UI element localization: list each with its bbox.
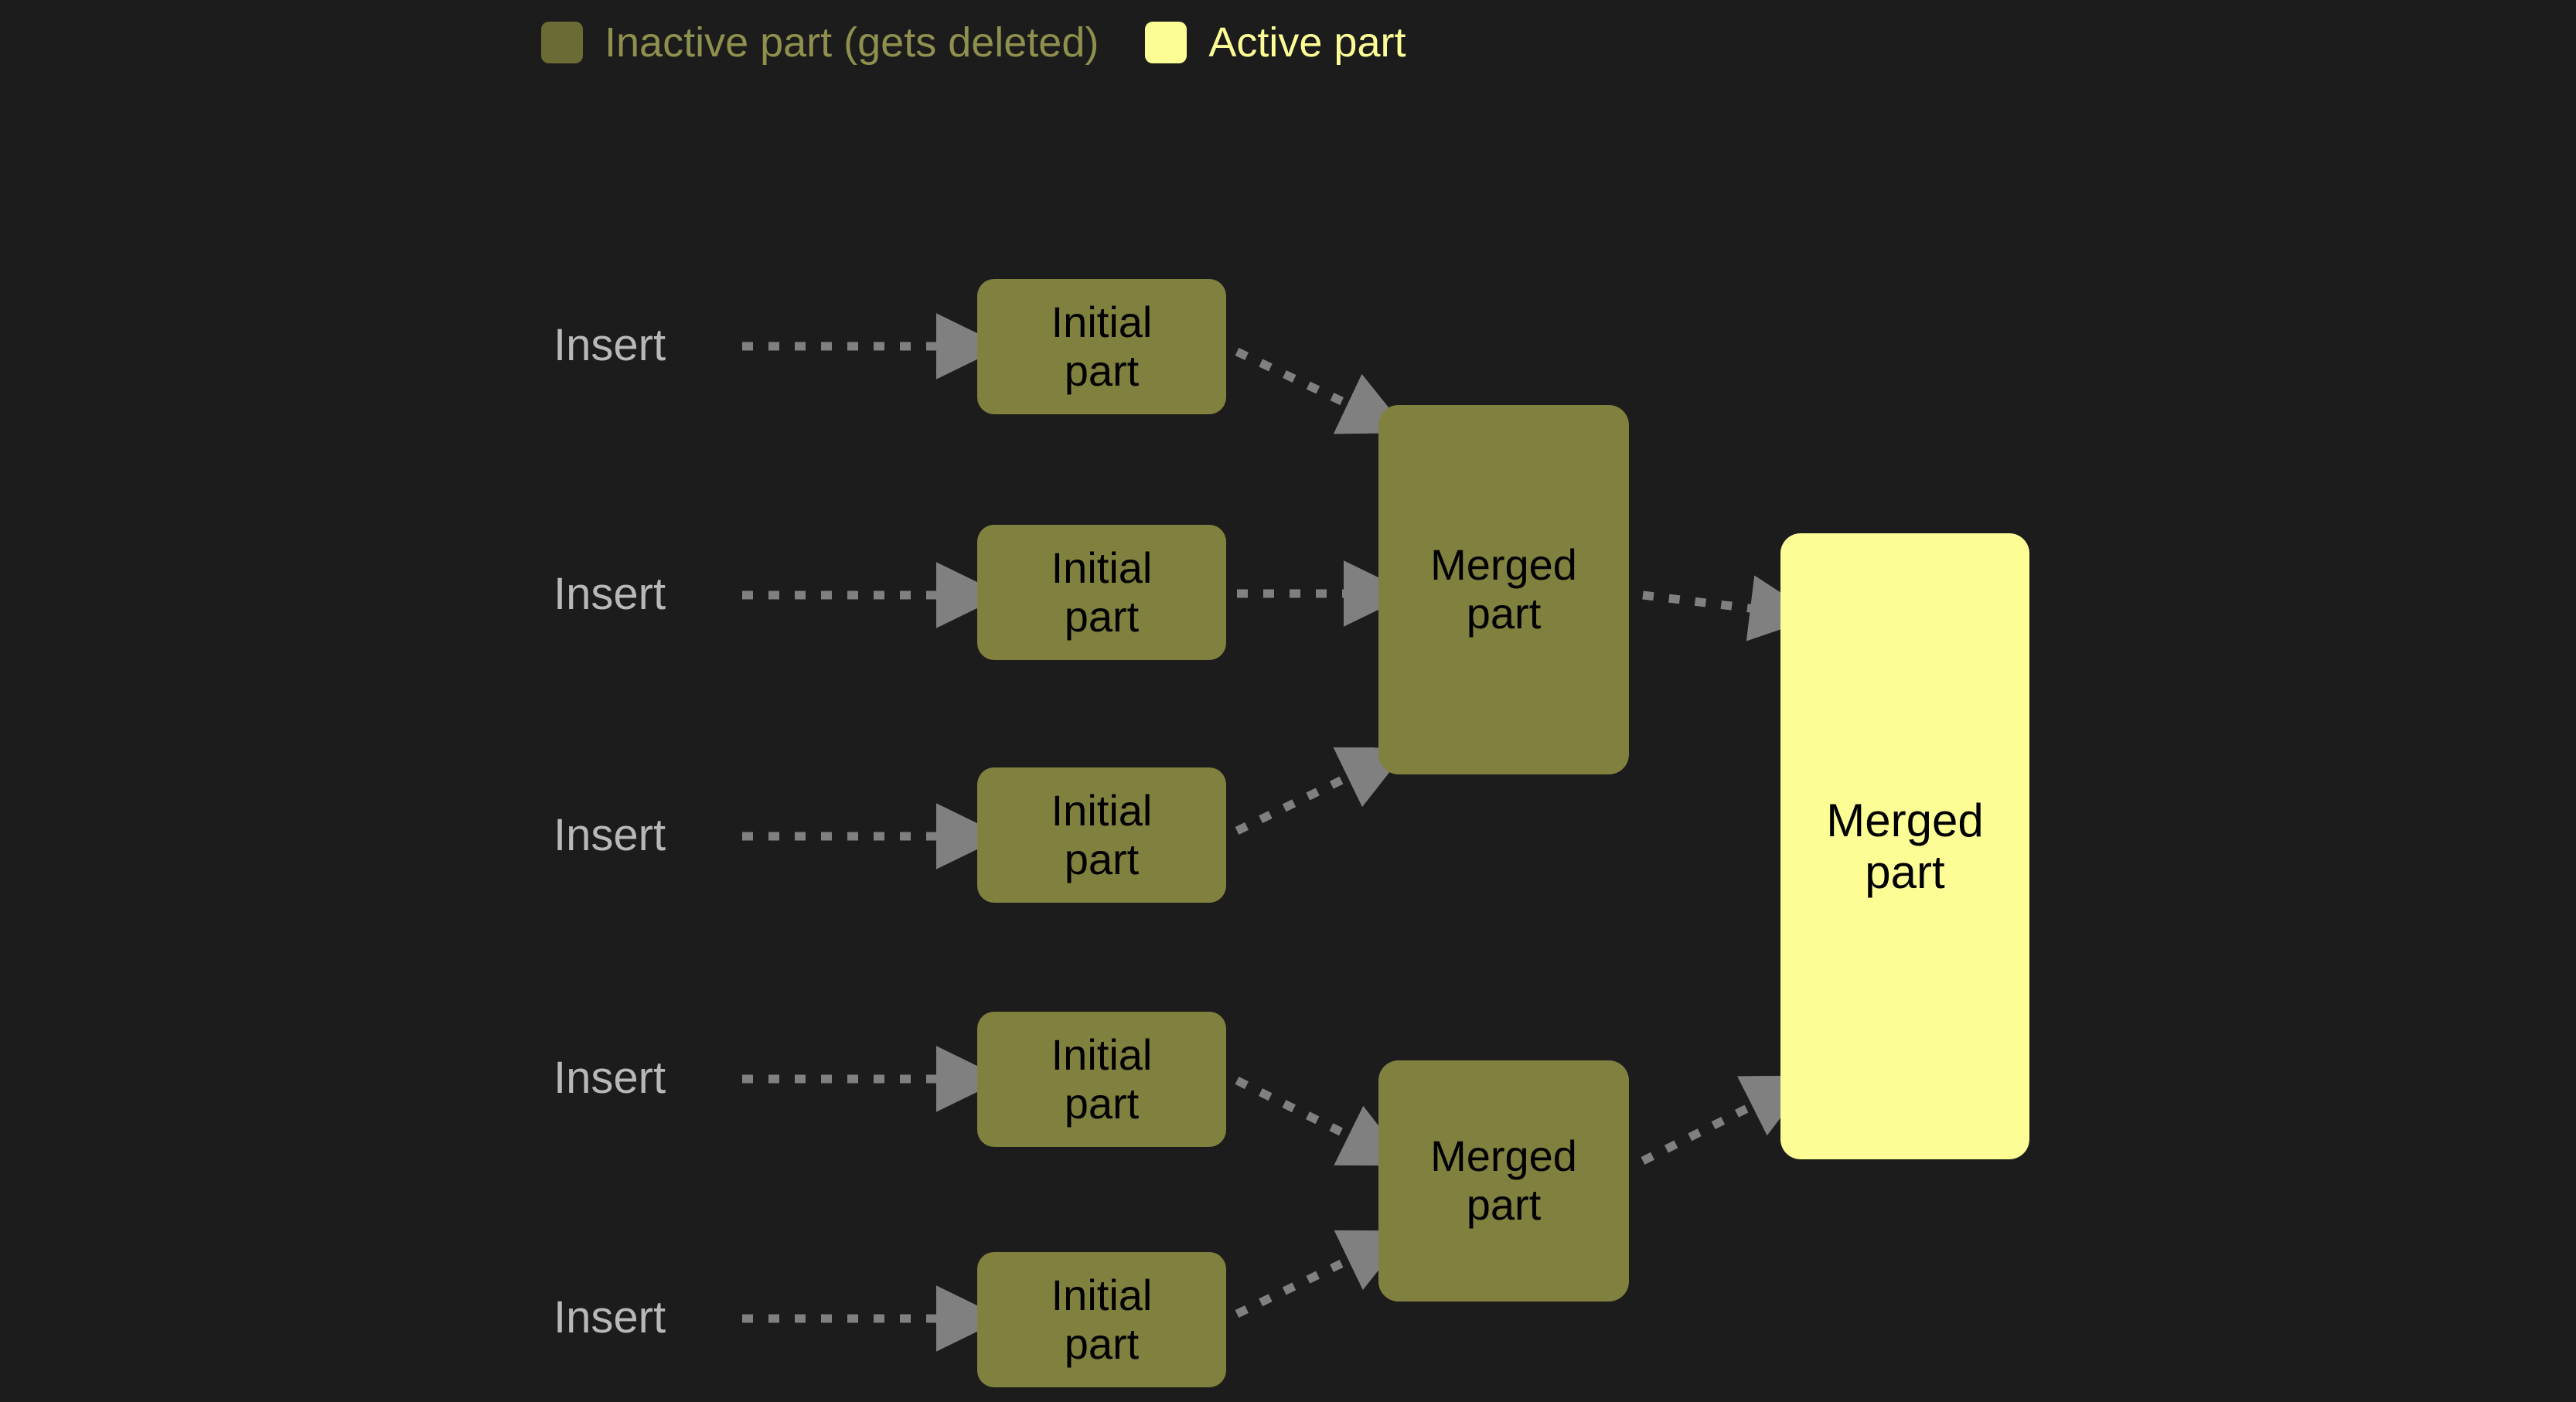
node-merged-part-top-line1: Merged: [1430, 540, 1577, 590]
arrow-initial5-to-merged-bottom: [1235, 1230, 1410, 1318]
node-merged-part-bottom[interactable]: Merged part: [1378, 1060, 1629, 1302]
legend-item-inactive: Inactive part (gets deleted): [541, 22, 1099, 63]
node-initial-part-4-line1: Initial: [1051, 1029, 1153, 1079]
node-initial-part-3[interactable]: Initial part: [977, 767, 1226, 903]
insert-label-2: Insert: [554, 569, 666, 619]
insert-label-4: Insert: [554, 1053, 666, 1103]
legend-label-active: Active part: [1208, 19, 1406, 66]
node-initial-part-1-line1: Initial: [1051, 297, 1153, 346]
node-initial-part-2-line2: part: [1064, 591, 1140, 641]
node-initial-part-4[interactable]: Initial part: [977, 1012, 1226, 1147]
node-initial-part-5-line1: Initial: [1051, 1270, 1153, 1319]
node-merged-part-bottom-line2: part: [1466, 1180, 1542, 1229]
node-initial-part-5[interactable]: Initial part: [977, 1252, 1226, 1387]
node-initial-part-2-line1: Initial: [1051, 543, 1153, 592]
insert-label-1: Insert: [554, 320, 666, 370]
node-merged-part-top[interactable]: Merged part: [1378, 405, 1629, 774]
arrow-initial4-to-merged-bottom: [1235, 1077, 1410, 1166]
node-initial-part-2[interactable]: Initial part: [977, 525, 1226, 660]
node-merged-part-top-line2: part: [1466, 589, 1542, 638]
legend: Inactive part (gets deleted) Active part: [541, 22, 1406, 63]
node-merged-part-final[interactable]: Merged part: [1780, 533, 2029, 1159]
node-merged-part-final-line1: Merged: [1826, 794, 1984, 846]
insert-label-3: Insert: [554, 810, 666, 860]
arrow-merged-bottom-to-final: [1641, 1075, 1813, 1165]
legend-swatch-active-icon: [1145, 22, 1187, 63]
node-initial-part-4-line2: part: [1064, 1078, 1140, 1128]
legend-label-inactive: Inactive part (gets deleted): [605, 19, 1099, 66]
node-merged-part-bottom-line1: Merged: [1430, 1131, 1577, 1181]
legend-item-active: Active part: [1145, 22, 1406, 63]
insert-label-5: Insert: [554, 1292, 666, 1342]
arrow-initial1-to-merged-top: [1235, 348, 1409, 434]
node-initial-part-3-line2: part: [1064, 834, 1140, 883]
node-initial-part-3-line1: Initial: [1051, 785, 1153, 835]
node-initial-part-5-line2: part: [1064, 1319, 1140, 1368]
arrow-merged-top-to-final: [1642, 575, 1818, 641]
node-initial-part-1[interactable]: Initial part: [977, 279, 1226, 414]
legend-swatch-inactive-icon: [541, 22, 583, 63]
node-initial-part-1-line2: part: [1064, 345, 1140, 395]
node-merged-part-final-line2: part: [1865, 846, 1945, 898]
arrow-initial3-to-merged-top: [1235, 747, 1409, 835]
